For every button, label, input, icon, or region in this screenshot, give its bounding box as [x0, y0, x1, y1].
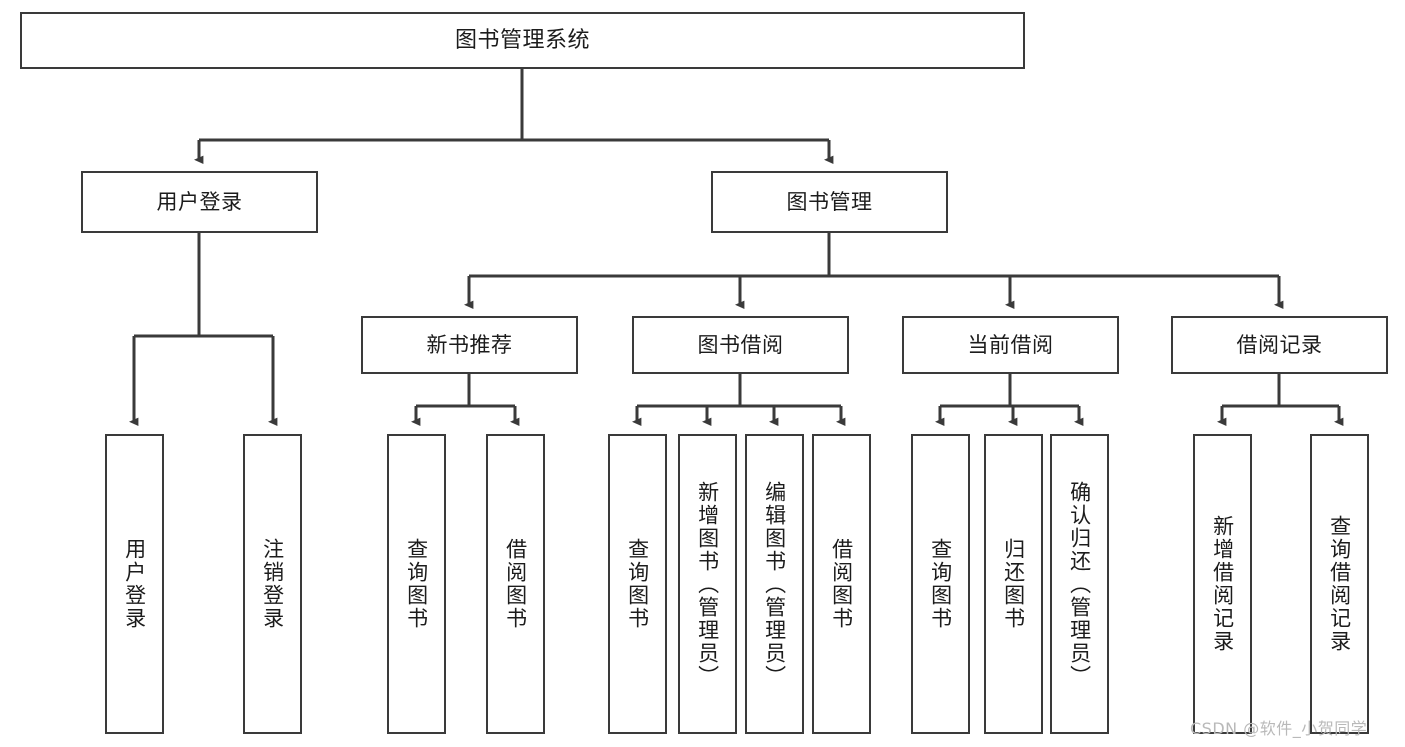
node-label: 图书借阅: [697, 332, 784, 357]
leaf-confirm-return-admin[interactable]: 确认归还（管理员）: [1050, 434, 1109, 734]
node-label: 注销登录: [260, 538, 285, 630]
leaf-borrow-book[interactable]: 借阅图书: [812, 434, 871, 734]
node-label: 新增借阅记录: [1210, 515, 1235, 653]
node-label: 查询借阅记录: [1327, 515, 1352, 653]
node-label: 借阅图书: [503, 538, 528, 630]
node-current-borrow[interactable]: 当前借阅: [902, 316, 1119, 374]
leaf-query-book-borrow[interactable]: 查询图书: [608, 434, 667, 734]
node-label: 查询图书: [928, 538, 953, 630]
node-label: 图书管理: [786, 189, 873, 214]
node-root-book-management-system[interactable]: 图书管理系统: [20, 12, 1025, 69]
node-label: 确认归还（管理员）: [1067, 480, 1092, 688]
node-label: 借阅记录: [1236, 332, 1323, 357]
node-label: 用户登录: [156, 189, 243, 214]
leaf-edit-book-admin[interactable]: 编辑图书（管理员）: [745, 434, 804, 734]
leaf-query-book-current[interactable]: 查询图书: [911, 434, 970, 734]
node-label: 图书管理系统: [454, 27, 590, 53]
leaf-query-book-recommend[interactable]: 查询图书: [387, 434, 446, 734]
node-label: 用户登录: [122, 538, 147, 630]
node-borrow-record[interactable]: 借阅记录: [1171, 316, 1388, 374]
leaf-return-book[interactable]: 归还图书: [984, 434, 1043, 734]
node-label: 当前借阅: [967, 332, 1054, 357]
node-label: 新书推荐: [426, 332, 513, 357]
leaf-logout-login[interactable]: 注销登录: [243, 434, 302, 734]
leaf-add-borrow-record[interactable]: 新增借阅记录: [1193, 434, 1252, 734]
leaf-add-book-admin[interactable]: 新增图书（管理员）: [678, 434, 737, 734]
node-label: 查询图书: [404, 538, 429, 630]
node-book-management[interactable]: 图书管理: [711, 171, 948, 233]
leaf-query-borrow-record[interactable]: 查询借阅记录: [1310, 434, 1369, 734]
node-label: 借阅图书: [829, 538, 854, 630]
node-label: 归还图书: [1001, 538, 1026, 630]
node-new-book-recommend[interactable]: 新书推荐: [361, 316, 578, 374]
node-label: 新增图书（管理员）: [695, 480, 720, 688]
node-label: 编辑图书（管理员）: [762, 480, 787, 688]
leaf-user-login[interactable]: 用户登录: [105, 434, 164, 734]
node-book-borrow[interactable]: 图书借阅: [632, 316, 849, 374]
node-label: 查询图书: [625, 538, 650, 630]
node-user-login[interactable]: 用户登录: [81, 171, 318, 233]
leaf-borrow-book-recommend[interactable]: 借阅图书: [486, 434, 545, 734]
csdn-watermark: CSDN @软件_小贺同学: [1190, 719, 1368, 738]
